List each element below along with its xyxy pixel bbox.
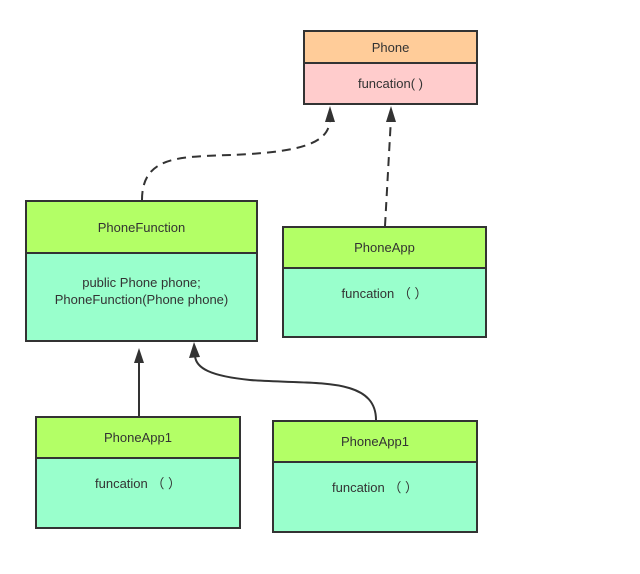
class-name-phonefunction: PhoneFunction [27, 202, 256, 254]
arrowhead-to-phonefunction-right [189, 342, 200, 358]
member-funcation: funcation （ ） [332, 480, 418, 495]
member-funcation: funcation （ ） [95, 476, 181, 491]
class-members-phoneapp1-left: funcation （ ） [37, 459, 239, 527]
class-box-phoneapp1-right[interactable]: PhoneApp1 funcation （ ） [272, 420, 478, 533]
class-box-phonefunction[interactable]: PhoneFunction public Phone phone; PhoneF… [25, 200, 258, 342]
class-name-phoneapp1-left: PhoneApp1 [37, 418, 239, 459]
arrowhead-to-phone-left [325, 106, 335, 122]
member-funcation: funcation （ ） [341, 286, 428, 301]
class-name-phoneapp1-right: PhoneApp1 [274, 422, 476, 463]
class-box-phoneapp1-left[interactable]: PhoneApp1 funcation （ ） [35, 416, 241, 529]
solid-connector-phoneapp1-right-to-phonefunction [194, 355, 377, 421]
arrowhead-to-phonefunction-left [134, 348, 144, 363]
class-members-phonefunction: public Phone phone; PhoneFunction(Phone … [27, 254, 256, 340]
class-name-phone: Phone [305, 32, 476, 64]
class-name-phoneapp: PhoneApp [284, 228, 485, 269]
member-phone-field: public Phone phone; [82, 275, 201, 290]
arrowhead-to-phone-right [386, 106, 396, 122]
class-members-phoneapp: funcation （ ） [284, 269, 485, 336]
class-members-phoneapp1-right: funcation （ ） [274, 463, 476, 531]
class-box-phoneapp[interactable]: PhoneApp funcation （ ） [282, 226, 487, 338]
member-constructor: PhoneFunction(Phone phone) [54, 292, 229, 307]
member-funcation: funcation( ) [357, 76, 424, 91]
class-box-phone[interactable]: Phone funcation( ) [303, 30, 478, 105]
dashed-connector-phoneapp-to-phone [384, 117, 392, 227]
class-members-phone: funcation( ) [305, 64, 476, 103]
dashed-connector-phonefunction-to-phone [141, 117, 331, 201]
